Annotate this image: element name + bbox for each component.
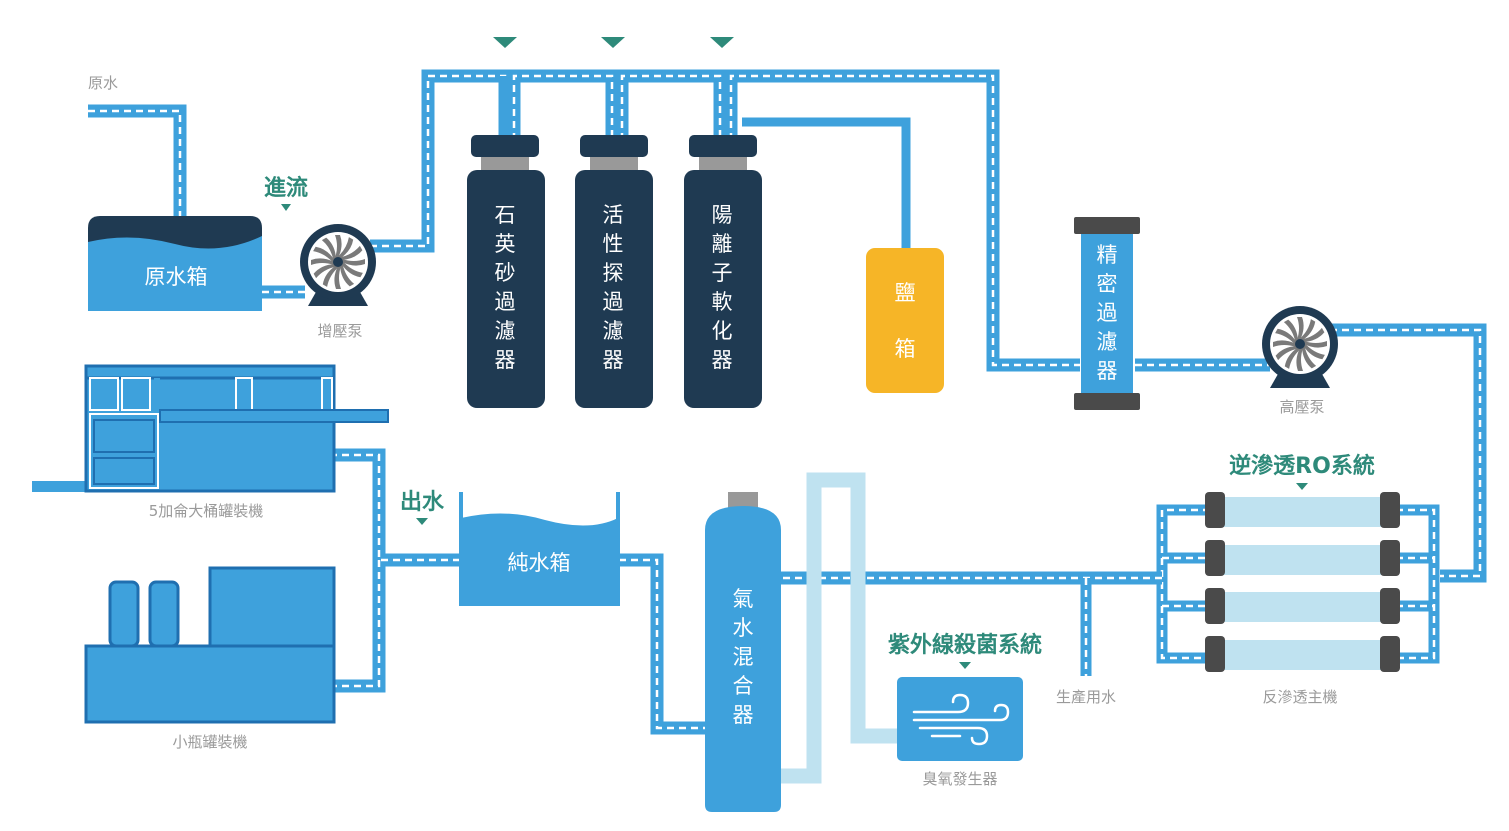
pump-icon [300,224,376,306]
high-pressure-pump-label: 高壓泵 [1279,398,1324,416]
arrow-down-icon [493,37,517,48]
mixer [705,492,781,812]
pure-tank-label: 純水箱 [508,551,571,575]
pipe-filter2-filter3 [615,69,727,140]
arrow-down-icon [710,37,734,48]
ro-system-label: 逆滲透RO系統 [1229,453,1375,479]
quartz-filter [467,135,545,408]
ro-membrane [1205,588,1400,624]
ozone-generator [897,677,1023,761]
mixer-label: 氣水混合器 [733,587,754,727]
ro-membranes [1205,492,1400,672]
pipe-ro-right-manifold [1396,504,1440,664]
booster-pump-label: 增壓泵 [317,322,362,340]
pipe-mixer-pure [618,553,710,735]
pipe-raw-inlet [88,104,187,218]
pipe-filter1-filter2 [498,69,619,140]
precision-filter [1074,217,1140,410]
pipes [88,69,1487,784]
carbon-filter-label: 活性探過濾器 [603,203,624,372]
precision-filter-label: 精密過濾器 [1097,243,1118,383]
quartz-filter-label: 石英砂過濾器 [495,203,516,372]
uv-system-label: 紫外線殺菌系統 [888,632,1042,658]
arrow-down-icon [281,204,291,211]
production-water-label: 生產用水 [1056,688,1116,706]
cation-softener [684,135,762,408]
barrel-filler [32,364,389,493]
arrow-down-icon [959,662,971,669]
wind-icon [912,693,1010,746]
carbon-filter [575,135,653,408]
pipe-ozone [780,472,898,784]
salt-box [866,248,944,393]
barrel-filler-label: 5加侖大桶罐裝機 [149,502,264,520]
salt-box-label: 鹽箱 [895,281,916,361]
down-arrows-top [493,37,734,48]
arrow-down-icon [601,37,625,48]
ro-membrane [1205,636,1400,672]
pipe-ro-left-manifold [1156,504,1210,664]
ro-membrane [1205,492,1400,528]
outlet-label: 出水 [400,490,445,515]
pure-tank: 純水箱 [459,492,620,606]
bottle-filler [84,566,336,724]
inflow-label: 進流 [264,175,308,201]
ro-main-label: 反滲透主機 [1262,688,1337,706]
raw-tank-label: 原水箱 [145,265,208,289]
cation-softener-label: 陽離子軟化器 [712,203,733,372]
ozone-generator-label: 臭氧發生器 [922,770,997,788]
pipe-softener-salt [742,117,911,250]
ro-membrane [1205,540,1400,576]
bottle-filler-label: 小瓶罐裝機 [172,733,247,751]
pump-icon [1262,306,1338,388]
pipe-hppump-ro [1330,323,1487,583]
arrow-down-icon [1296,483,1308,490]
raw-water-label: 原水 [88,74,118,92]
raw-tank: 原水箱 [88,216,262,311]
arrow-down-icon [416,518,428,525]
